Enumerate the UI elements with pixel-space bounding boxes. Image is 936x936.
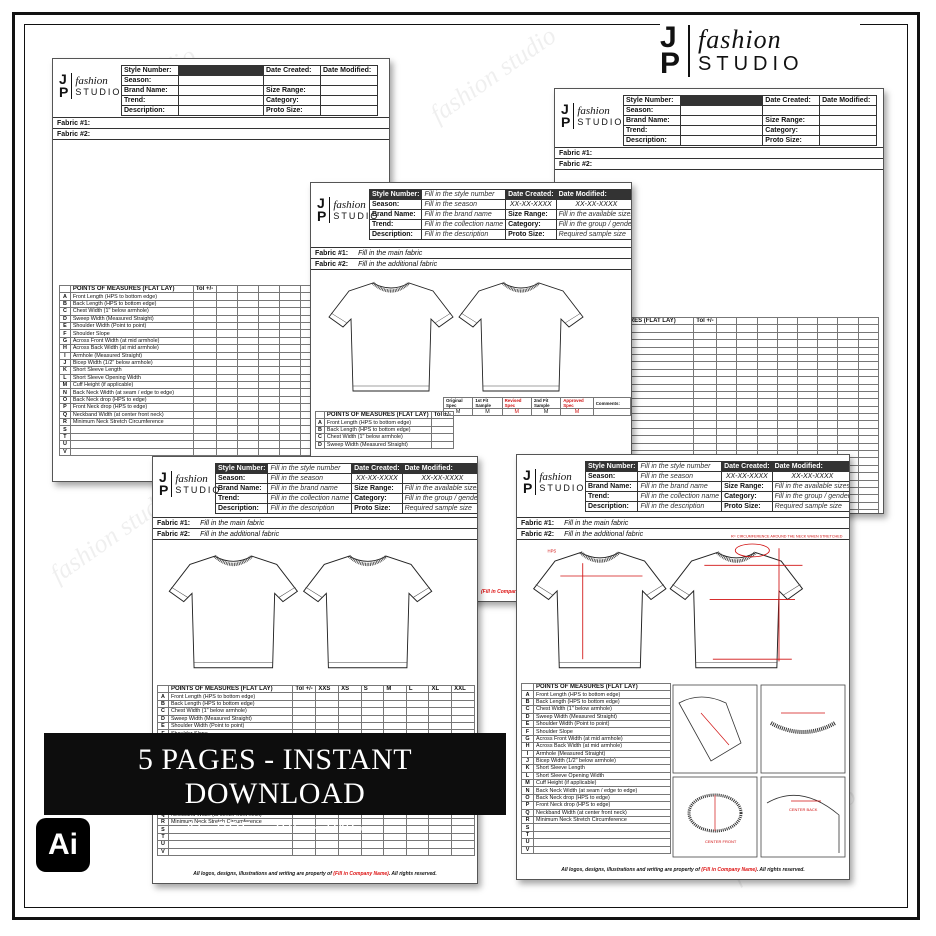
outer-frame <box>12 12 920 920</box>
logo-studio: STUDIO <box>698 53 804 75</box>
sample-col: Comments: <box>592 397 631 409</box>
size-col-xxl: XXL <box>451 684 475 694</box>
sample-col: Original Spec <box>442 397 474 409</box>
center-front-label: CENTER FRONT <box>705 839 737 844</box>
footer-company: (Fill in Compan <box>481 589 518 595</box>
hps-label: HPS <box>548 549 557 554</box>
banner-formats: AI -PDF - JPG - PNG <box>185 819 365 836</box>
tshirt-measure-sketch: R= CIRCUMFERENCE AROUND THE NECK WHEN ST… <box>532 535 843 669</box>
table-row: V <box>520 845 671 855</box>
inner-frame <box>24 24 908 908</box>
size-col-xl: XL <box>428 684 453 694</box>
size-col-m: M <box>383 684 407 694</box>
sheet-header-table: Style Number:Date Created:Date Modified:… <box>121 65 378 116</box>
illustrator-icon: Ai <box>36 818 90 872</box>
promo-banner: 5 PAGES - INSTANT DOWNLOAD AI -PDF - JPG… <box>44 733 506 836</box>
sheet-header-table: Style Number:Date Created:Date Modified:… <box>623 95 877 146</box>
logo-letter-j: J <box>660 21 677 54</box>
illustrator-icon-label: Ai <box>48 828 78 861</box>
pom-header: POINTS OF MEASURES (FLAT LAY) <box>167 684 294 694</box>
table-row: S <box>520 823 671 832</box>
tshirt-flat-sketch <box>168 554 433 669</box>
circumference-note: R= CIRCUMFERENCE AROUND THE NECK WHEN ST… <box>731 535 843 539</box>
center-back-label: CENTER BACK <box>789 807 818 812</box>
pom-header: POINTS OF MEASURES (FLAT LAY) <box>69 284 194 294</box>
sample-col: 1st Fit Sample <box>472 397 503 409</box>
sample-col: Approved Spec <box>560 397 594 409</box>
banner-title: 5 PAGES - INSTANT DOWNLOAD <box>137 743 413 810</box>
logo-script: fashion <box>698 25 782 54</box>
table-row: T <box>520 830 671 840</box>
sheet-footer: All logos, designs, illustrations and wr… <box>561 867 805 873</box>
sample-col: Revised Spec <box>501 397 532 409</box>
table-row <box>560 413 880 422</box>
size-col-s: S <box>360 684 385 694</box>
table-row: U <box>520 838 671 847</box>
size-col-xxs: XXS <box>315 684 340 694</box>
table-row: V <box>157 847 475 857</box>
detail-diagrams: CENTER FRONT CENTER BACK <box>672 684 846 858</box>
size-col-xs: XS <box>338 684 362 694</box>
sheet-footer-fill: (Fill in Compan <box>481 589 631 595</box>
table-row: U <box>157 840 475 849</box>
sample-col: 2nd Fit Sample <box>530 397 562 409</box>
tshirt-flat-sketch <box>328 281 584 392</box>
size-col-l: L <box>405 684 430 694</box>
logo-letter-p: P <box>660 47 681 80</box>
sheet-footer: All logos, designs, illustrations and wr… <box>193 871 437 877</box>
